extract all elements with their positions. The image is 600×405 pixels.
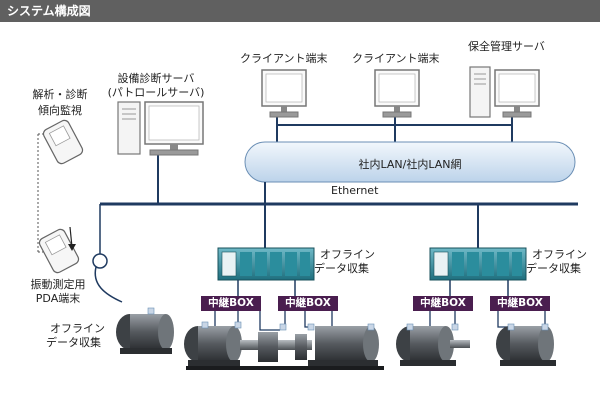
page-title: システム構成図 — [7, 4, 91, 18]
relay-box-4[interactable]: 中継BOX — [490, 296, 550, 311]
offline-collector-1-label-2: データ収集 — [314, 262, 369, 275]
diagnosis-server-label-2: (パトロールサーバ) — [107, 86, 205, 99]
diagram-svg — [37, 66, 578, 370]
relay-box-1[interactable]: 中継BOX — [201, 296, 261, 311]
maintenance-server-label: 保全管理サーバ — [468, 40, 545, 53]
offline-collector-2-label-2: データ収集 — [526, 262, 581, 275]
offline-collector-2-label-1: オフライン — [532, 248, 587, 261]
client-terminal-2-label: クライアント端末 — [352, 52, 440, 65]
sensor-cables — [205, 311, 546, 331]
plc-relay-lines — [237, 280, 509, 296]
lan-label: 社内LAN/社内LAN網 — [358, 158, 462, 171]
top-network-lines — [276, 117, 513, 142]
motor-left-1 — [184, 326, 242, 366]
ethernet-label: Ethernet — [331, 184, 379, 197]
offline-motor-label-1: オフライン — [50, 322, 105, 335]
pda-sensor-cable — [92, 253, 123, 303]
page-header: システム構成図 — [0, 0, 600, 22]
motor-right-2 — [496, 326, 556, 366]
pda-label-1: 振動測定用 — [30, 278, 86, 291]
offline-motor-label-2: データ収集 — [46, 336, 101, 349]
maintenance-server[interactable] — [469, 66, 540, 118]
client-terminal-2[interactable] — [374, 69, 420, 118]
diagnosis-server-label-1: 設備診断サーバ — [117, 72, 195, 85]
drive-shaft — [240, 332, 312, 362]
analysis-label-1: 解析・診断 — [32, 88, 88, 101]
vibration-pda-icon — [38, 226, 80, 274]
motor-right-1 — [396, 326, 470, 366]
pda-label-2: PDA端末 — [35, 292, 81, 305]
sensor-caps — [201, 321, 549, 331]
diagram-canvas: クライアント端末 クライアント端末 保全管理サーバ 設備診断サーバ (パトロール… — [0, 22, 600, 401]
offline-collector-2[interactable] — [429, 247, 527, 281]
relay-box-3[interactable]: 中継BOX — [413, 296, 473, 311]
relay-box-2[interactable]: 中継BOX — [278, 296, 338, 311]
motor-left-2 — [308, 326, 379, 366]
client-terminal-1-label: クライアント端末 — [240, 52, 328, 65]
diagnosis-server[interactable] — [117, 101, 204, 156]
offline-collector-1[interactable] — [217, 247, 315, 281]
offline-collector-1-label-1: オフライン — [320, 248, 375, 261]
client-terminal-1[interactable] — [261, 69, 307, 118]
lan-cloud — [244, 141, 576, 183]
machine-base-left — [186, 366, 384, 370]
analysis-pda-icon — [42, 119, 84, 165]
motor-offline — [116, 307, 174, 354]
analysis-label-2: 傾向監視 — [38, 104, 82, 117]
